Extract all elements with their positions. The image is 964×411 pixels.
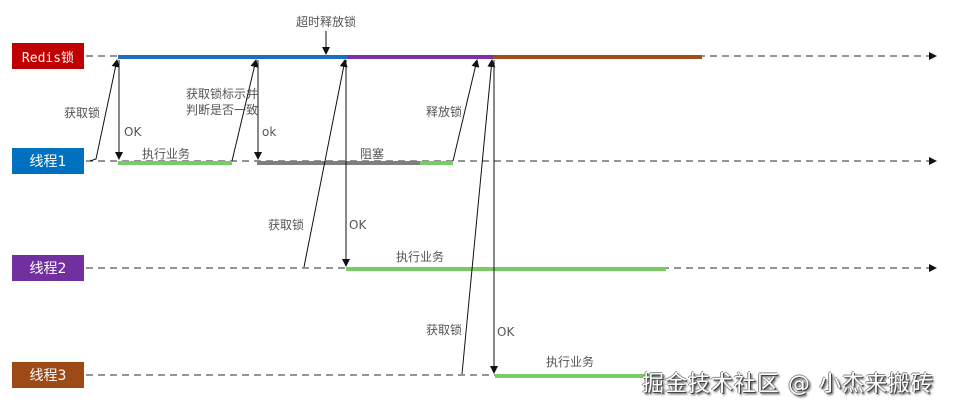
- t2-acquire-label: 获取锁: [268, 218, 305, 232]
- t1-check-label: 获取锁标示并判断是否一致: [186, 87, 259, 117]
- lane-label-thread1: 线程1: [12, 148, 84, 174]
- lane-label-redis: Redis锁: [12, 43, 84, 69]
- t1-blocked-label: 阻塞: [360, 147, 385, 161]
- t1-acquire-label: 获取锁: [64, 106, 101, 120]
- t3-execute-label: 执行业务: [546, 355, 595, 369]
- t3-acquire-label: 获取锁: [426, 323, 463, 337]
- t1-ok-label: OK: [124, 125, 142, 139]
- t2-execute-label: 执行业务: [396, 250, 445, 264]
- t3-acquire-arrow: [461, 59, 496, 375]
- t1-release-label: 释放锁: [426, 105, 463, 119]
- t3-ok-label: OK: [497, 325, 515, 339]
- lane-label-thread3: 线程3: [12, 362, 84, 388]
- t1-execute-label: 执行业务: [142, 147, 191, 161]
- t1-acquire-arrow: [89, 59, 120, 162]
- timeout-release-label: 超时释放锁: [296, 15, 357, 29]
- watermark: 掘金技术社区 @ 小杰来搬砖: [642, 372, 934, 397]
- t1-ok2-label: ok: [262, 125, 277, 139]
- t2-ok-label: OK: [349, 218, 367, 232]
- t1-release-arrow: [452, 59, 480, 162]
- t1-check-arrow: [231, 59, 259, 162]
- lane-label-thread2: 线程2: [12, 255, 84, 281]
- t2-acquire-arrow: [303, 59, 348, 268]
